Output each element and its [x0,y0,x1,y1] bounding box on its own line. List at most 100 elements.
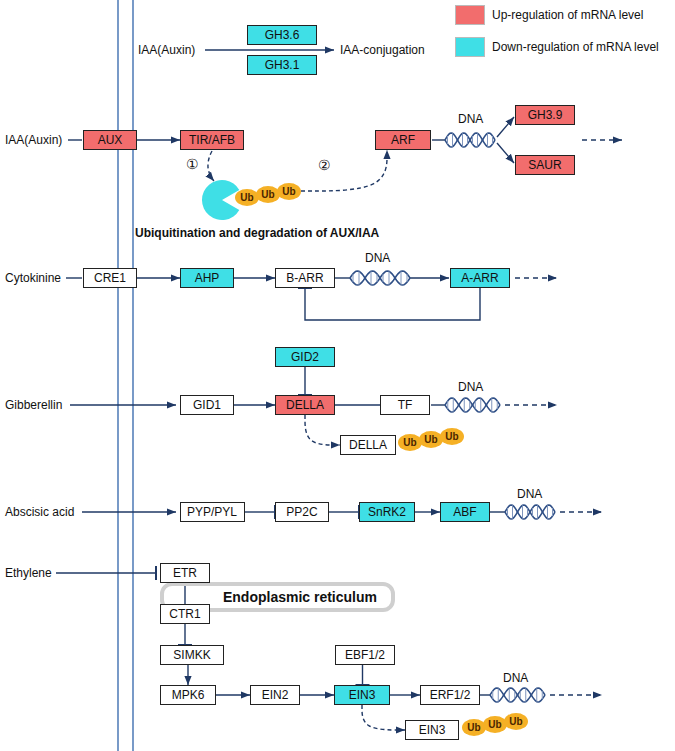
gene-box: DELLA [275,395,335,415]
inhibition-connector [305,288,480,320]
dna-rung [464,398,465,411]
dna-strand [490,688,545,702]
node-text: GH3.6 [265,28,300,42]
gene-box: AHP [180,268,234,288]
expression-arrow [497,143,514,163]
activation-connector [234,277,275,278]
signal-line [431,404,445,405]
ubiquitin-tag: Ub [462,719,486,736]
node-text: Ub [488,719,501,730]
activation-connector [300,694,334,695]
gene-box: GID2 [275,347,335,367]
dna-rung [487,133,488,146]
gene-box: ARF [375,130,431,150]
dna-rung [525,688,526,701]
gene-box: MPK6 [160,685,216,705]
gene-box: DELLA [340,435,396,455]
activation-connector [216,694,250,695]
dna-strand [505,505,555,519]
dna-rung [467,136,468,144]
dna-rung [547,505,548,518]
node-text: TF [398,398,413,412]
node-text: CRE1 [94,271,126,285]
activation-connector [187,665,188,685]
node-text: A-ARR [461,271,498,285]
dna-rung [453,398,454,411]
dna-rung [537,505,538,518]
dna-rung [509,688,510,701]
dna-rung [371,271,372,284]
gene-box: GID1 [180,395,234,415]
dna-rung [377,274,378,282]
membrane-line [117,0,118,751]
dna-strand [445,398,500,412]
label-text: Ethylene [5,566,52,580]
dashed-arrow [208,151,214,181]
gene-box: ABF [440,502,490,522]
dna-strand [445,398,500,412]
dna-rung [542,691,543,699]
gene-box: EBF1/2 [335,645,395,665]
dna-helix-group [350,133,555,702]
activation-connector [184,583,185,604]
node-text: PP2C [286,505,317,519]
label-text: Abscisic acid [5,505,74,519]
dna-rung [480,398,481,411]
dna-strand [490,688,545,702]
dna-rung [462,133,463,146]
gene-box: SAUR [515,155,575,175]
signal-line [68,139,82,140]
activation-connector [390,694,420,695]
node-text: Ub [403,437,416,448]
dna-rung [491,398,492,411]
label-text: DNA [458,380,483,394]
inhibition-connector [304,367,305,395]
node-text: DELLA [349,438,387,452]
gene-box: PP2C [275,502,329,522]
gene-box: ETR [160,563,210,583]
dna-rung [532,508,533,516]
dashed-arrow [515,277,557,278]
ubiquitin-tag: Ub [235,189,259,206]
gene-box: TIR/AFB [180,130,244,150]
gene-box: EIN3 [405,720,459,740]
dna-strand [445,133,495,147]
legend-text: Up-regulation of mRNA level [492,8,643,22]
node-text: ABF [453,505,476,519]
dna-rung [447,401,448,409]
node-text: Ub [424,434,437,445]
node-text: GID2 [291,350,319,364]
gene-box: B-ARR [275,268,335,288]
inhibition-connector [362,665,363,685]
gene-box: SnRK2 [359,502,415,522]
activation-connector [362,705,405,730]
signal-line [432,139,445,140]
node-text: ERF1/2 [430,688,471,702]
label-text: DNA [517,487,542,501]
node-text: EIN2 [262,688,289,702]
label-text: DNA [458,112,483,126]
dna-rung [497,401,498,409]
gene-box: CTR1 [160,604,210,624]
conjugation-arrow [205,49,334,50]
activation-connector [305,415,340,445]
node-text: GH3.1 [265,58,300,72]
dna-strand [350,271,410,285]
inhibition-line [56,572,156,573]
node-text: GID1 [193,398,221,412]
node-text: GH3.9 [528,108,563,122]
gene-box: ERF1/2 [420,685,480,705]
node-text: Ub [261,189,274,200]
dna-rung [359,271,360,284]
node-text: Ub [445,431,458,442]
signal-line [66,277,82,278]
dna-rung [552,508,553,516]
signal-line [490,511,505,512]
activation-connector [301,150,387,191]
expression-arrow [497,117,514,137]
node-text: EIN3 [419,723,446,737]
dna-rung [477,133,478,146]
dna-rung [492,136,493,144]
node-text: SnRK2 [368,505,406,519]
node-text: SAUR [528,158,561,172]
